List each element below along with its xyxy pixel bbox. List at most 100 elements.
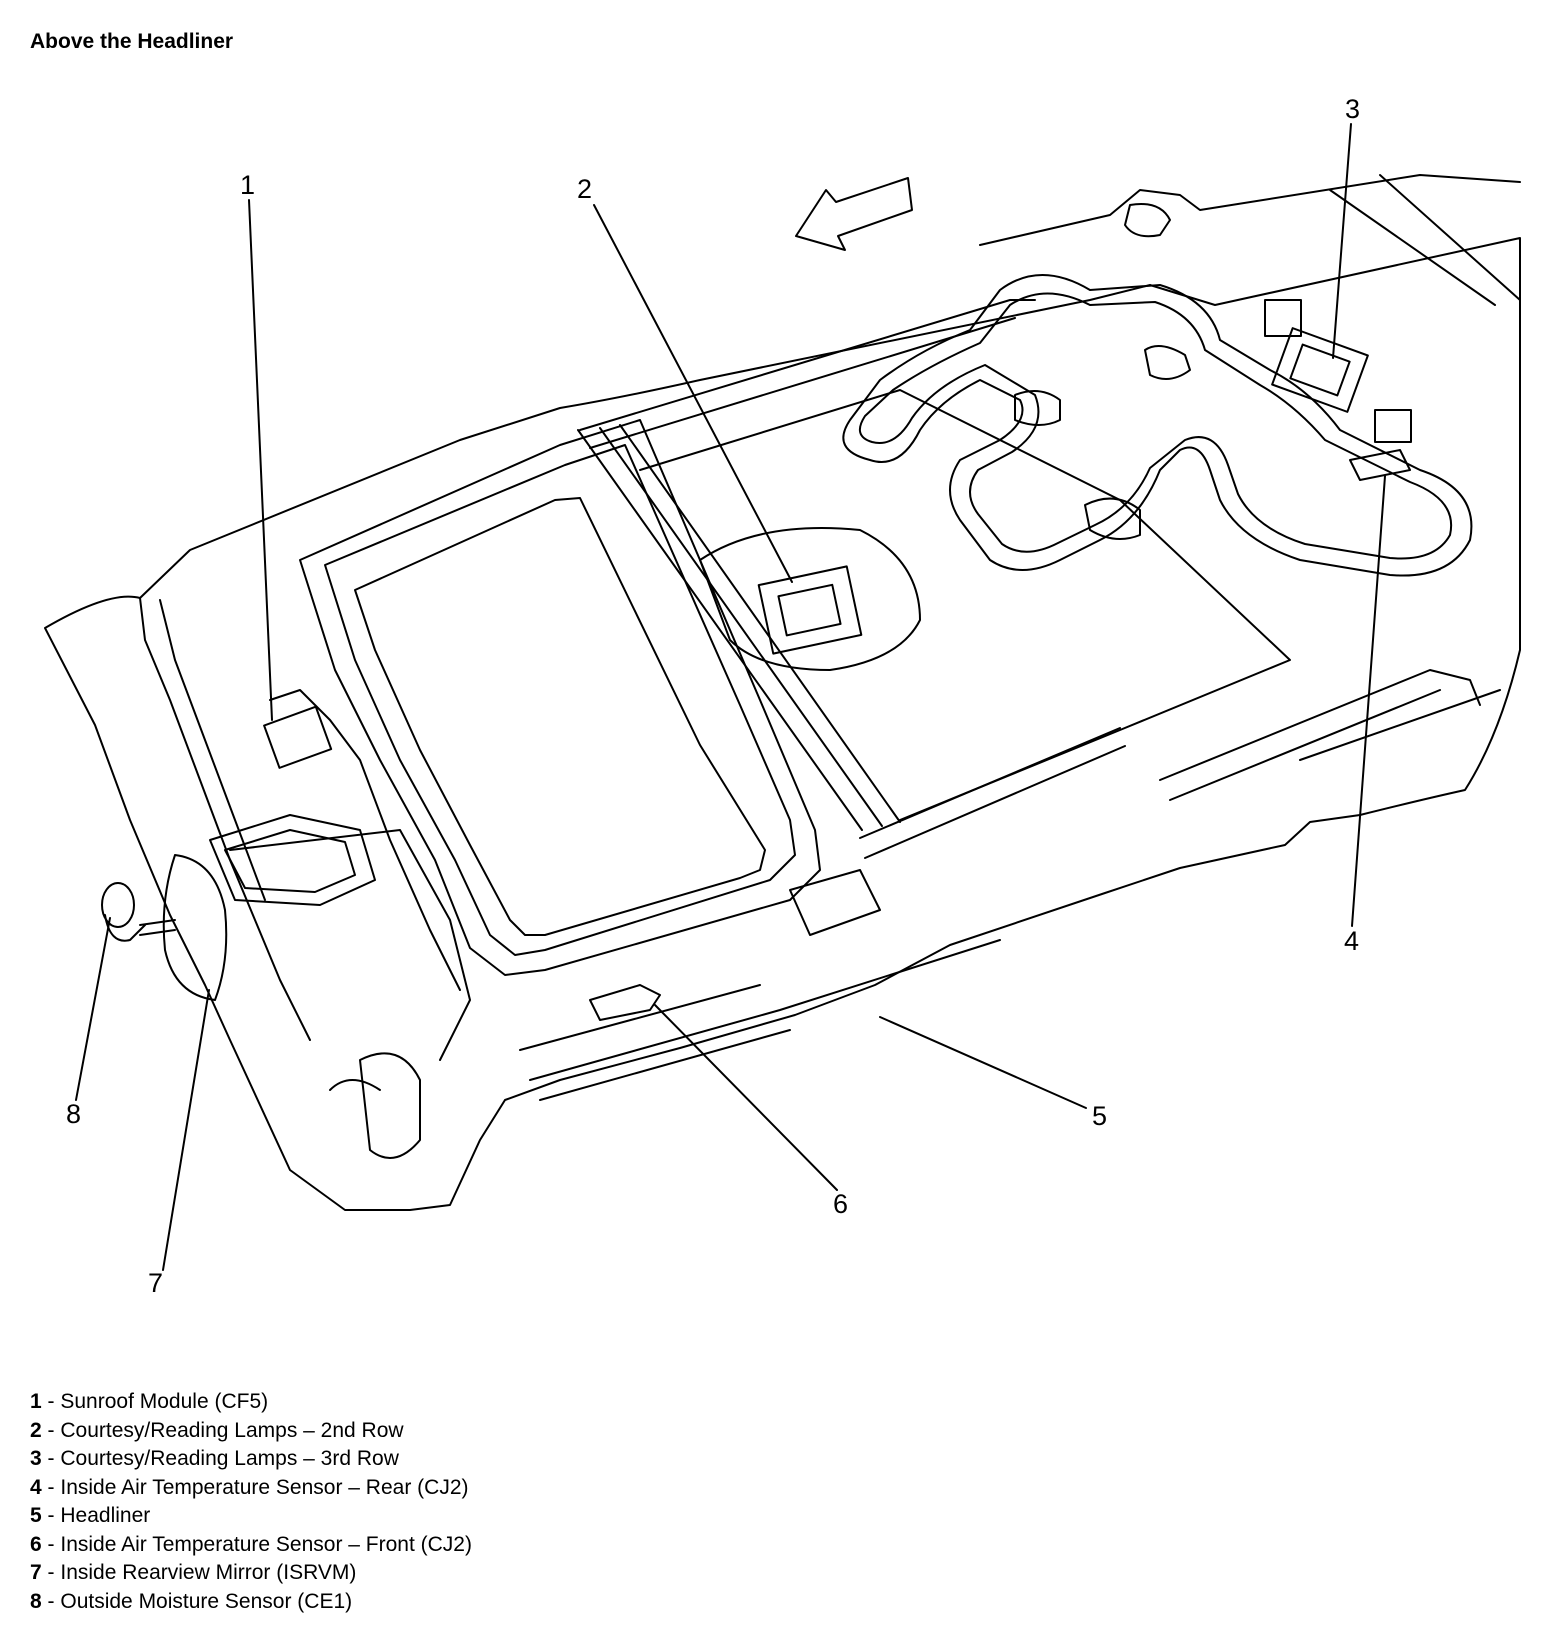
sunroof-rail-center-3: [619, 424, 901, 823]
legend-number: 4: [30, 1475, 42, 1499]
rear-roof-bow: [979, 174, 1521, 246]
callout-6: 6: [833, 1189, 848, 1219]
legend-number: 7: [30, 1561, 42, 1584]
legend-item: 4 - Inside Air Temperature Sensor – Rear…: [30, 1474, 472, 1503]
headliner-contour: [842, 274, 1473, 577]
moisture-sensor-mount: [104, 914, 146, 942]
overhead-console: [209, 814, 376, 906]
side-trim-right: [1159, 669, 1481, 781]
legend-separator: -: [41, 1504, 61, 1527]
rear-roof-edge: [1379, 174, 1521, 301]
legend-number: 8: [30, 1589, 42, 1613]
legend-separator: -: [41, 1418, 61, 1442]
side-trim-right-2: [1169, 689, 1441, 801]
callout-2: 2: [577, 174, 592, 204]
sunroof-rail-upper: [579, 299, 1036, 431]
callout-4: 4: [1344, 926, 1359, 956]
connector-rear-sensor: [1374, 409, 1412, 443]
side-trim-front: [529, 939, 1001, 1081]
sunroof-rail-center: [577, 429, 863, 831]
legend-separator: -: [41, 1390, 61, 1413]
legend-item: 2 - Courtesy/Reading Lamps – 2nd Row: [30, 1417, 472, 1446]
sunroof-rail-center-2: [599, 427, 883, 827]
mirror-stem: [139, 919, 176, 936]
callout-1: 1: [240, 170, 255, 200]
outside-moisture-sensor: [101, 882, 135, 928]
callout-3: 3: [1345, 94, 1360, 124]
legend: 1 - Sunroof Module (CF5) 2 - Courtesy/Re…: [30, 1388, 472, 1616]
legend-item: 5 - Headliner: [30, 1502, 472, 1531]
rear-glass-panel: [639, 389, 1291, 821]
inside-rearview-mirror: [162, 854, 228, 1001]
leader-line-7: [162, 989, 210, 1271]
leader-line-6: [654, 1004, 838, 1191]
rear-bump-1: [1124, 203, 1171, 238]
sunroof-glass-opening: [354, 497, 766, 936]
legend-separator: -: [41, 1475, 61, 1499]
callout-8: 8: [66, 1099, 81, 1129]
side-trim-front-2: [539, 1029, 791, 1101]
forward-direction-arrow: [795, 177, 913, 251]
legend-separator: -: [41, 1561, 61, 1584]
rear-roof-edge-2: [1329, 189, 1496, 306]
legend-item: 7 - Inside Rearview Mirror (ISRVM): [30, 1559, 472, 1588]
side-trim-front-3: [519, 984, 761, 1051]
overhead-console-inner: [224, 829, 356, 893]
rear-temp-sensor: [1349, 449, 1411, 481]
visor-clip: [359, 1052, 421, 1159]
legend-number: 5: [30, 1504, 42, 1527]
legend-text: Outside Moisture Sensor (CE1): [60, 1589, 353, 1613]
legend-text: Courtesy/Reading Lamps – 3rd Row: [60, 1447, 399, 1470]
page-title: Above the Headliner: [30, 30, 234, 53]
legend-text: Sunroof Module (CF5): [60, 1390, 269, 1413]
sunroof-frame-outer: [299, 419, 821, 976]
sunroof-frame-middle: [324, 444, 796, 956]
legend-separator: -: [41, 1447, 61, 1470]
windshield-header: [139, 597, 311, 1041]
leader-line-2: [593, 204, 793, 583]
headliner-outline: [44, 237, 1521, 1211]
lamp-bezel-2nd-row: [699, 527, 921, 671]
rear-bump-2: [1144, 345, 1191, 380]
legend-item: 3 - Courtesy/Reading Lamps – 3rd Row: [30, 1445, 472, 1474]
visor-clip-2: [329, 1079, 381, 1091]
sunroof-harness: [269, 689, 461, 991]
legend-item: 6 - Inside Air Temperature Sensor – Fron…: [30, 1531, 472, 1560]
sunroof-rail-upper-2: [589, 317, 1016, 449]
legend-number: 2: [30, 1418, 42, 1442]
connector-3rd-row: [1264, 299, 1302, 337]
legend-number: 1: [30, 1390, 42, 1413]
legend-number: 6: [30, 1532, 42, 1556]
legend-text: Inside Air Temperature Sensor – Rear (CJ…: [60, 1475, 469, 1499]
callout-7: 7: [148, 1268, 163, 1298]
sunroof-rail-lower-2: [864, 745, 1126, 859]
legend-text: Courtesy/Reading Lamps – 2nd Row: [60, 1418, 404, 1442]
rear-bump-3: [1014, 390, 1061, 426]
legend-separator: -: [41, 1532, 61, 1556]
leader-line-1: [248, 199, 273, 721]
legend-number: 3: [30, 1447, 42, 1470]
rear-bump-4: [1084, 497, 1141, 540]
front-left-trim: [229, 829, 471, 1061]
headliner-contour-inner: [858, 292, 1453, 560]
legend-separator: -: [41, 1589, 61, 1613]
legend-text: Inside Air Temperature Sensor – Front (C…: [60, 1532, 472, 1556]
harness-center: [789, 869, 881, 936]
side-trim-right-3: [1299, 689, 1501, 761]
courtesy-lamp-3rd-row: [1271, 327, 1369, 413]
legend-text: Headliner: [60, 1504, 151, 1527]
leader-line-3: [1332, 123, 1352, 359]
courtesy-lamp-2nd-row: [757, 565, 863, 655]
courtesy-lamp-3rd-row-inner: [1289, 343, 1351, 397]
legend-item: 1 - Sunroof Module (CF5): [30, 1388, 472, 1417]
leader-line-8: [75, 917, 111, 1101]
leader-line-5: [879, 1016, 1087, 1109]
callout-5: 5: [1092, 1101, 1107, 1131]
courtesy-lamp-2nd-row-inner: [777, 583, 842, 637]
legend-item: 8 - Outside Moisture Sensor (CE1): [30, 1588, 472, 1617]
sunroof-module: [263, 705, 333, 769]
legend-text: Inside Rearview Mirror (ISRVM): [60, 1561, 357, 1584]
windshield-header-2: [159, 599, 266, 901]
leader-line-4: [1351, 475, 1386, 927]
